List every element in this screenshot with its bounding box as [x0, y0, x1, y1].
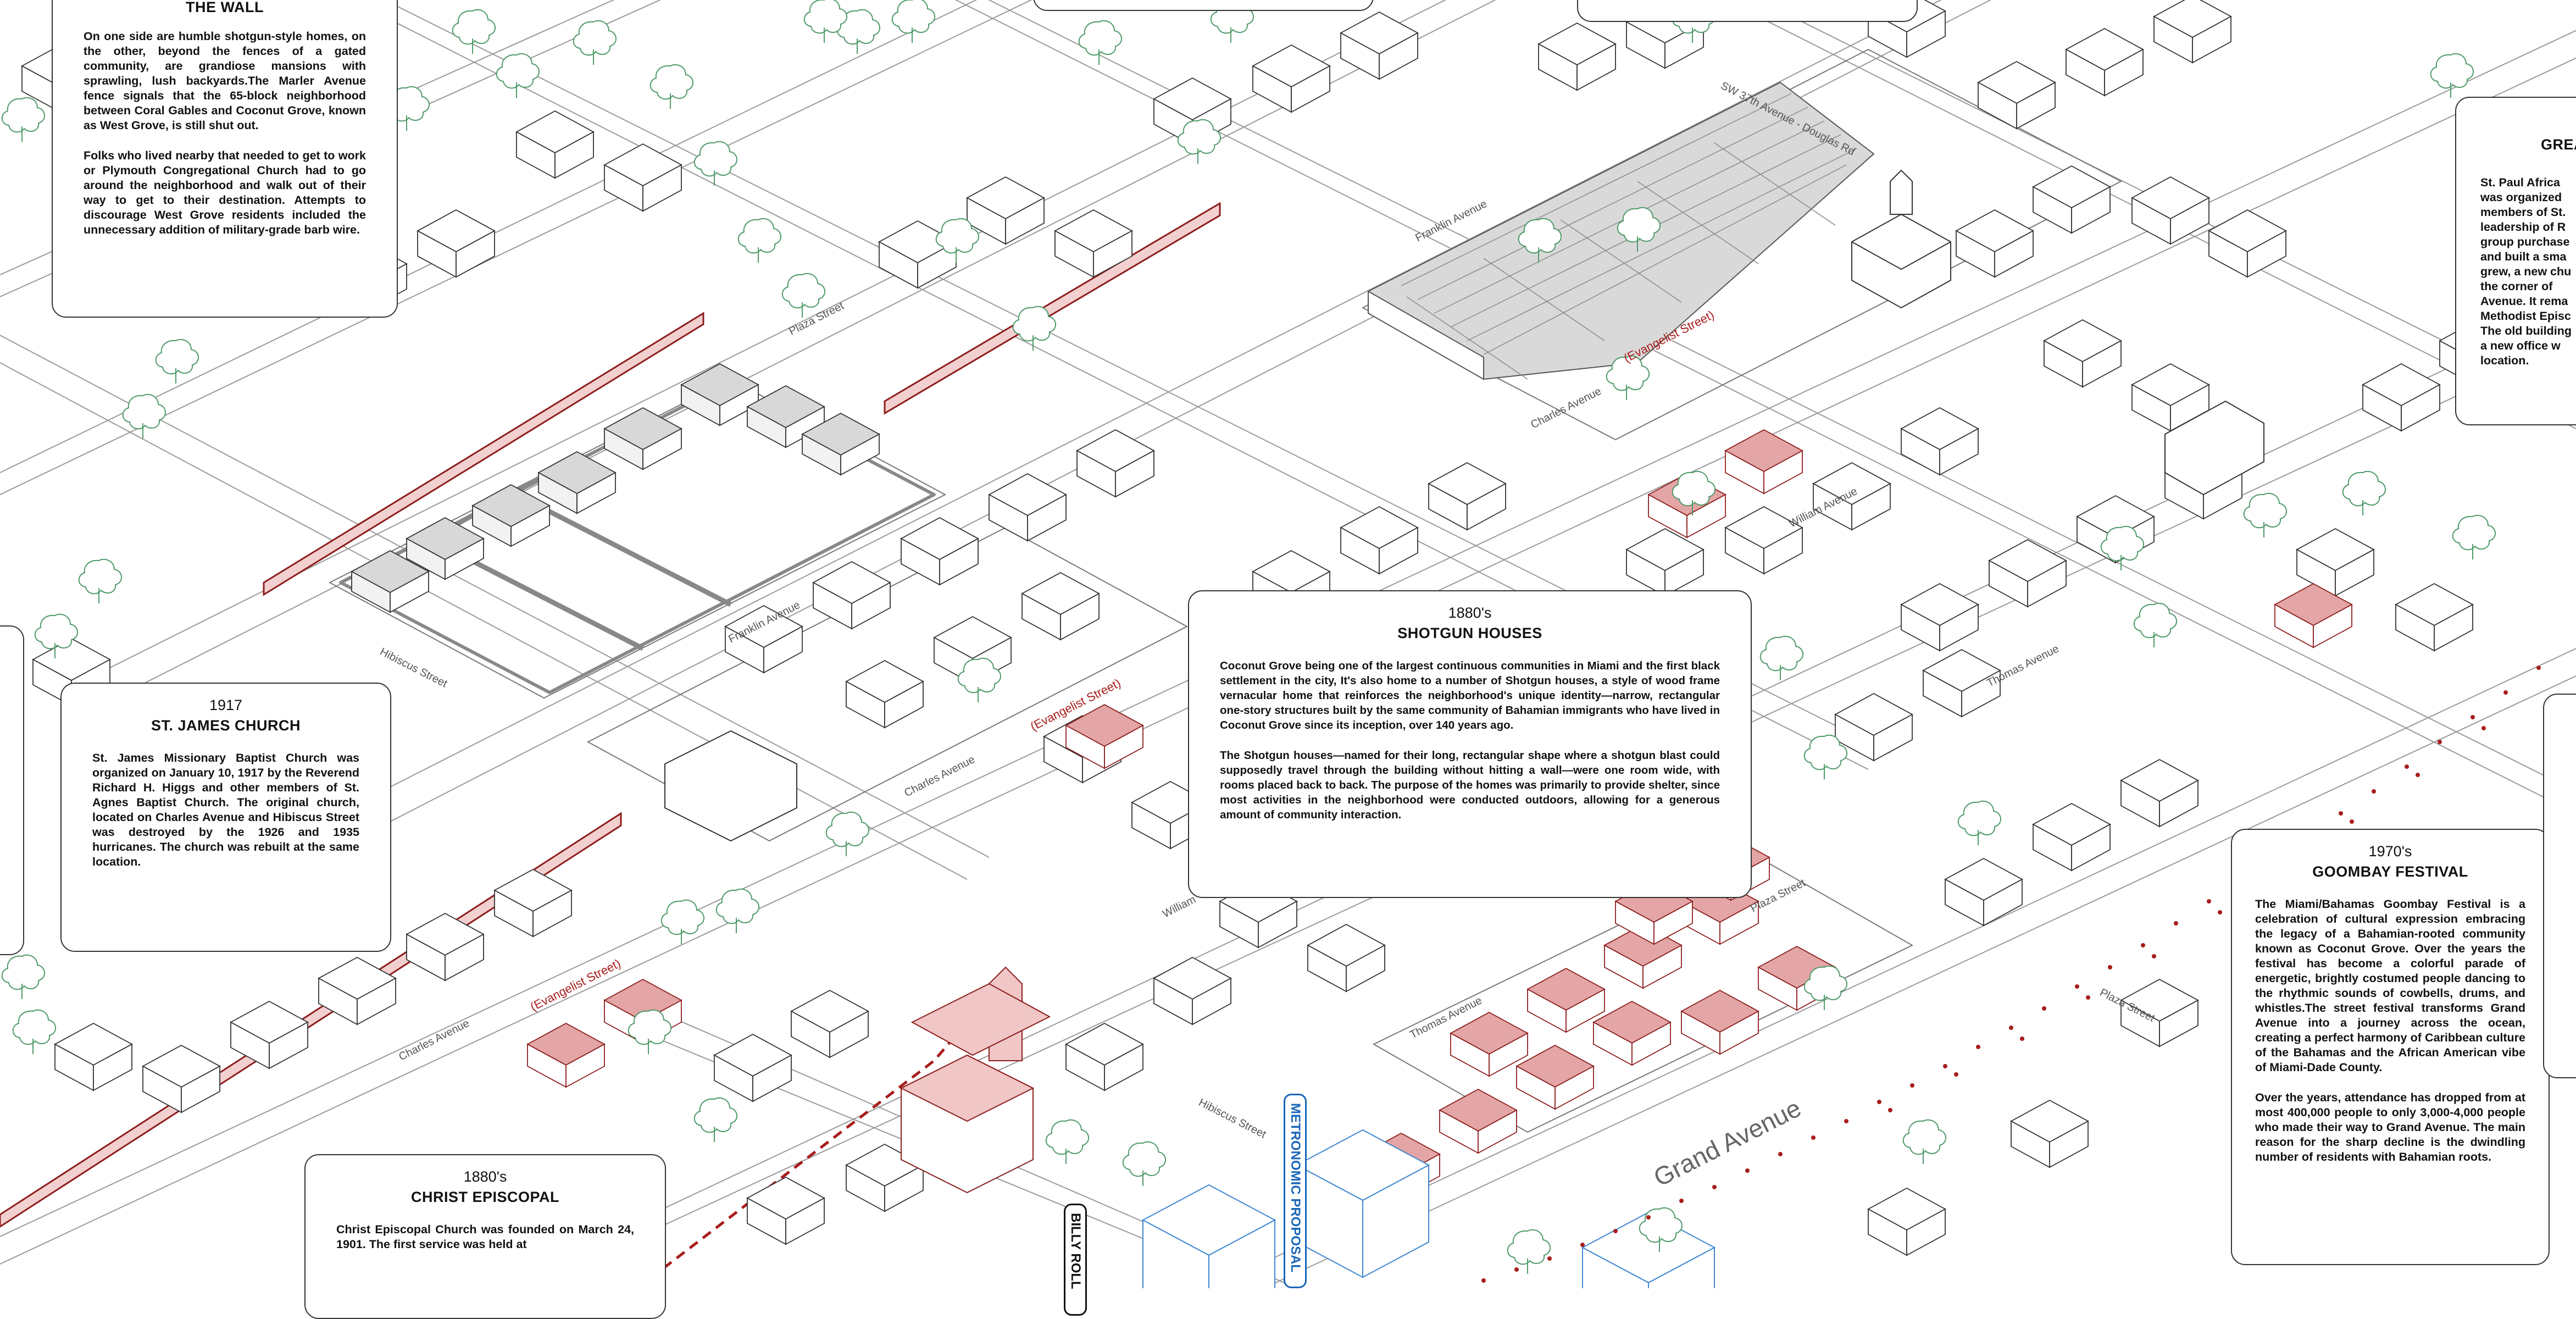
card-title: SHOTGUN HOUSES — [1397, 625, 1542, 641]
card-line: leadership of R — [2480, 220, 2566, 234]
card-line: was organized — [2480, 191, 2562, 204]
card-year: 1970's — [2368, 843, 2412, 860]
street-thomas-1: Thomas Avenue — [1985, 642, 2061, 689]
card-line: The old building — [2480, 324, 2572, 337]
isometric-neighborhood-map: SW 37th Avenue - Douglas Rd Franklin Ave… — [0, 0, 2576, 1288]
card-title: ST. JAMES CHURCH — [151, 717, 301, 734]
card-line: members of St. — [2480, 206, 2566, 219]
card-paragraph: Christ Episcopal Church was founded on M… — [336, 1223, 634, 1251]
card-title: CHRIST EPISCOPAL — [410, 1189, 560, 1205]
card-line: a new office w — [2480, 339, 2561, 352]
card-goombay-festival: 1970's GOOMBAY FESTIVAL The Miami/Bahama… — [2231, 829, 2550, 1265]
metronomic-proposal-tag: METRONOMIC PROPOSAL — [1284, 1094, 1307, 1288]
card-paragraph: St. James Missionary Baptist Church was … — [92, 751, 359, 868]
card-paragraph: The Shotgun houses—named for their long,… — [1220, 749, 1720, 821]
christ-episcopal-building — [900, 966, 1051, 1194]
card-great-partial: GREA St. Paul Africa was organized members… — [2455, 97, 2576, 425]
street-charles-1: Charles Avenue — [1529, 385, 1603, 431]
card-year: 1880's — [1448, 605, 1492, 621]
card-title: GREA — [2541, 136, 2576, 153]
street-hibiscus-1: Hibiscus Street — [378, 646, 449, 690]
card-lines: St. Paul Africa was organized members of S… — [2480, 175, 2576, 368]
card-st-james-church: 1917 ST. JAMES CHURCH St. James Missiona… — [60, 683, 391, 952]
street-hibiscus-2: Hibiscus Street — [1197, 1096, 1268, 1141]
card-the-wall: THE WALL On one side are humble shotgun-… — [52, 0, 398, 318]
card-shotgun-houses: 1880's SHOTGUN HOUSES Coconut Grove bein… — [1188, 590, 1752, 898]
street-grand: Grand Avenue — [1649, 1093, 1806, 1191]
card-title: GOOMBAY FESTIVAL — [2312, 863, 2468, 880]
card-line: and built a sma — [2480, 250, 2567, 263]
card-year: 1917 — [209, 697, 243, 713]
card-edge-partial — [2543, 694, 2576, 1078]
card-top-partial-2 — [1577, 0, 1918, 22]
billy-roll-tag: BILLY ROLL — [1064, 1204, 1087, 1316]
card-paragraph: Over the years, attendance has dropped f… — [2255, 1091, 2525, 1163]
card-paragraph: Folks who lived nearby that needed to ge… — [84, 149, 366, 236]
churches — [664, 169, 2264, 842]
card-title: THE WALL — [186, 0, 264, 15]
card-christ-episcopal: 1880's CHRIST EPISCOPAL Christ Episcopal… — [304, 1154, 666, 1319]
card-line: Methodist Episc — [2480, 309, 2571, 323]
card-line: grew, a new chu — [2480, 265, 2572, 278]
card-line: Avenue. It rema — [2480, 295, 2568, 308]
card-paragraph: Coconut Grove being one of the largest c… — [1220, 660, 1720, 731]
street-charles-3: Charles Avenue — [397, 1017, 471, 1063]
dashed-route — [636, 1021, 968, 1288]
street-william-2: William — [1161, 894, 1197, 921]
card-line: group purchase — [2480, 235, 2570, 248]
card-line: the corner of — [2480, 280, 2553, 293]
card-year: 1880's — [463, 1168, 507, 1185]
street-charles-2: Charles Avenue — [902, 753, 976, 800]
card-line: St. Paul Africa — [2480, 176, 2560, 189]
the-wall — [0, 202, 1221, 1228]
card-left-partial — [0, 625, 24, 955]
card-paragraph: The Miami/Bahamas Goombay Festival is a … — [2255, 897, 2525, 1074]
card-top-partial-1 — [1033, 0, 1374, 11]
card-line: location. — [2480, 354, 2529, 367]
card-paragraph: On one side are humble shotgun-style hom… — [84, 30, 366, 132]
